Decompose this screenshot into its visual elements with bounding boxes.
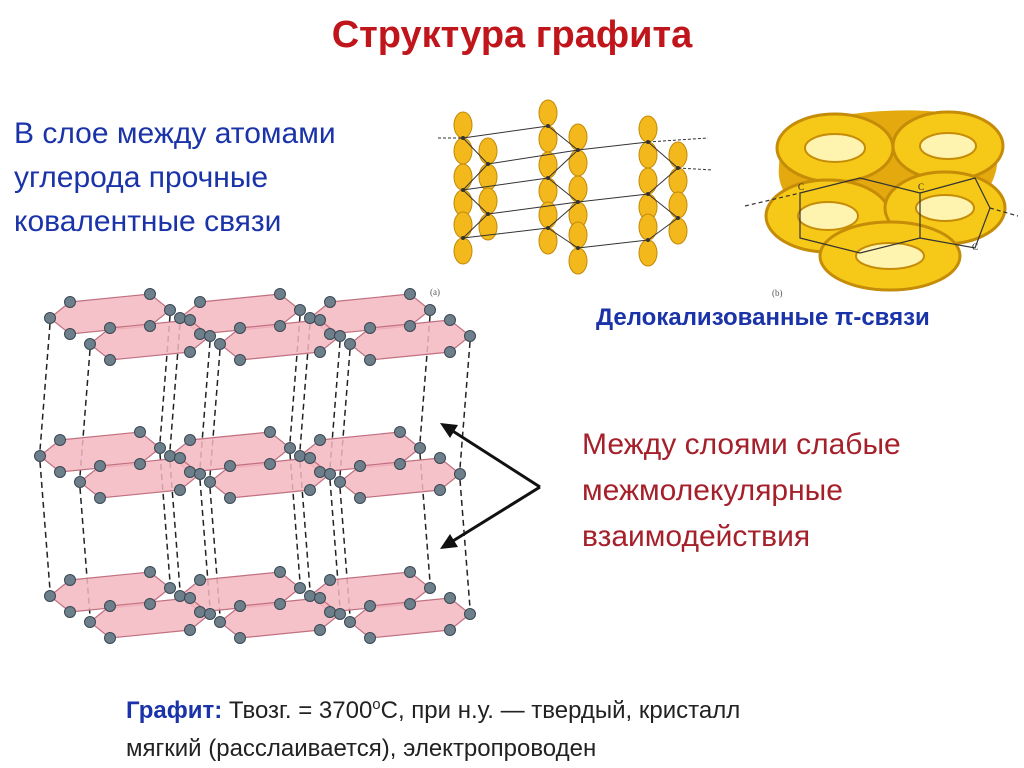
slide-title: Структура графита [331,14,693,56]
graphite-label: Графит [126,697,215,724]
intralayer-line-3: ковалентные связи [14,205,282,238]
interlayer-arrows [440,423,541,549]
delocalized-pi-cloud-diagram: C C C (b) [744,110,1019,298]
properties-line-2: мягкий (расслаивается), электропроводен [126,735,597,762]
sigma-bonds [438,125,714,249]
graphite-layers-diagram: (a) [34,287,541,644]
delocalized-bonds-caption: Делокализованные π-связи [596,304,930,331]
interlayer-line-2: межмолекулярные [582,474,843,507]
orbital-lobes [453,99,688,275]
figure-label-b: (b) [772,288,783,298]
graphite-layer [44,288,476,366]
p-orbital-diagram [438,99,714,275]
melting-point-text: Твозг. = 3700 [228,697,373,724]
pi-cloud-tori [744,110,1019,292]
carbon-label: C [972,242,978,252]
graphite-label-colon: : [214,697,229,724]
degree-mark: о [372,696,381,713]
figure-label-a: (a) [430,287,440,297]
graphite-properties: Графит: Твозг. = 3700оС, при н.у. — твер… [126,686,1016,768]
interlayer-line-3: взаимодействия [582,520,811,553]
graphite-layer [34,426,466,504]
properties-text-1: С, при н.у. — твердый, кристалл [380,697,741,724]
properties-line-1: Графит: Твозг. = 3700оС, при н.у. — твер… [126,686,1016,730]
interlayer-caption: Между слоями слабые межмолекулярные взаи… [582,422,1002,560]
carbon-label: C [918,182,924,192]
carbon-label: C [798,182,804,192]
graphite-layer [44,566,476,644]
intralayer-line-2: углерода прочные [14,161,269,194]
interlayer-line-1: Между слоями слабые [582,428,901,461]
intralayer-caption: В слое между атомами углерода прочные ко… [14,112,424,244]
graphite-layers [34,288,476,644]
intralayer-line-1: В слое между атомами [14,117,336,150]
